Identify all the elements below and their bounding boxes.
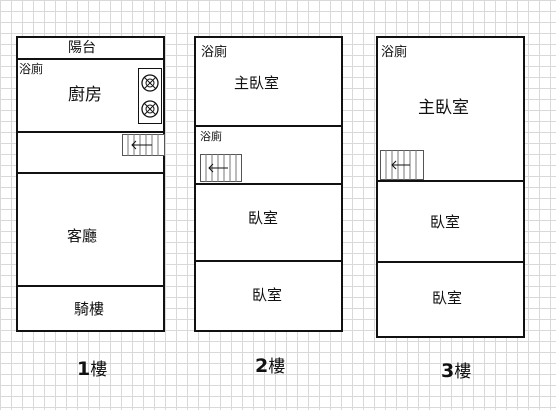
wall xyxy=(18,285,163,287)
floor-3-number: 3 xyxy=(441,360,455,382)
floor-2-label: 2樓 xyxy=(255,352,285,377)
stair-icon xyxy=(200,154,242,182)
stove-icon xyxy=(138,68,162,124)
floor-2-number: 2 xyxy=(255,355,269,377)
wall xyxy=(196,183,341,185)
wall xyxy=(18,58,163,60)
living-room-label: 客廳 xyxy=(67,227,98,245)
bathroom-label: 浴廁 xyxy=(19,62,44,76)
master-bedroom-label: 主臥室 xyxy=(418,98,469,118)
bedroom-a-label: 臥室 xyxy=(430,213,461,231)
floor-2-suffix: 樓 xyxy=(268,357,286,377)
floor-1-suffix: 樓 xyxy=(90,360,108,380)
floor-3-label: 3樓 xyxy=(441,357,471,382)
floor-2-plan: 浴廁 主臥室 浴廁 臥室 臥室 xyxy=(194,36,343,332)
bathroom-label: 浴廁 xyxy=(381,45,408,60)
wall xyxy=(378,180,523,182)
wall xyxy=(378,261,523,263)
floor-3-plan: 浴廁 主臥室 臥室 臥室 xyxy=(376,36,525,338)
balcony-label: 陽台 xyxy=(68,40,96,56)
wall xyxy=(18,131,163,133)
master-bedroom-label: 主臥室 xyxy=(234,74,280,92)
wall xyxy=(196,260,341,262)
floor-3-suffix: 樓 xyxy=(454,362,472,382)
bathroom-stair-label: 浴廁 xyxy=(200,130,222,143)
wall xyxy=(18,172,163,174)
bedroom-a-label: 臥室 xyxy=(248,209,279,227)
kitchen-label: 廚房 xyxy=(68,85,102,105)
arcade-label: 騎樓 xyxy=(74,300,105,318)
floor-1-number: 1 xyxy=(77,358,91,380)
bathroom-top-label: 浴廁 xyxy=(201,45,228,60)
stair-icon xyxy=(122,134,165,156)
wall xyxy=(196,125,341,127)
bedroom-b-label: 臥室 xyxy=(432,289,463,307)
bedroom-b-label: 臥室 xyxy=(252,286,283,304)
floor-1-label: 1樓 xyxy=(77,355,107,380)
stair-icon xyxy=(380,150,424,180)
floor-1-plan: 陽台 浴廁 廚房 客廳 xyxy=(16,36,165,332)
